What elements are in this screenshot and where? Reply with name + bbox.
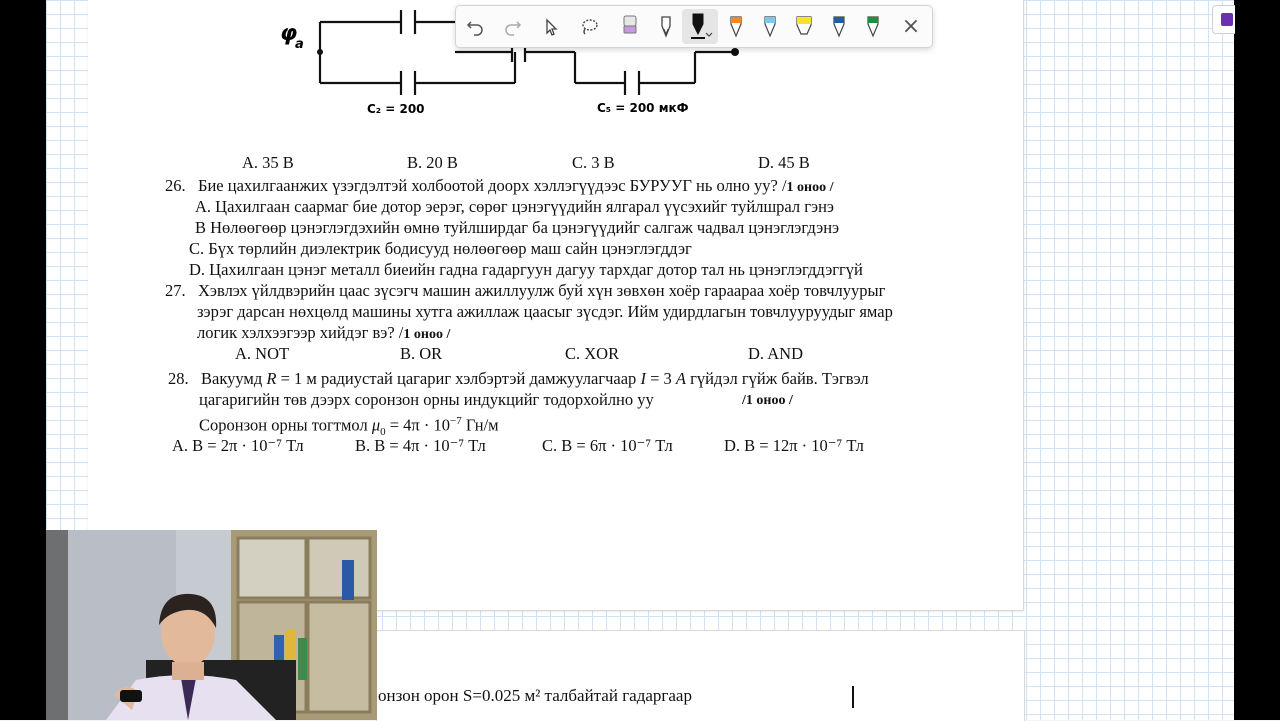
webcam-feed — [46, 530, 377, 720]
lasso-icon — [582, 18, 598, 34]
q28-t5: Соронзон орны тогтмол — [199, 415, 372, 435]
pen-green-icon — [867, 15, 879, 38]
cursor-arrow-icon — [546, 17, 558, 36]
q26-points: 1 оноо / — [786, 180, 834, 195]
q26-option-d: D. Цахилгаан цэнэг металл биеийн гадна г… — [189, 260, 863, 279]
q28-t2: = 1 м радиустай цагариг хэлбэртэй дамжуу… — [276, 369, 641, 388]
q26-text: Бие цахилгаанжих үзэгдэлтэй холбоотой до… — [198, 176, 787, 195]
pen-orange-icon — [730, 15, 742, 38]
q28-mu: μ — [371, 415, 381, 435]
redo-button[interactable] — [496, 6, 530, 47]
pen-outline-tool[interactable] — [649, 6, 683, 47]
q27-option-d: D. AND — [748, 344, 804, 363]
q26-question: 26. Бие цахилгаанжих үзэгдэлтэй холбоото… — [165, 176, 834, 198]
q28-t1: Вакуумд — [201, 369, 267, 388]
q27-line1: 27. Хэвлэх үйлдвэрийн цаас зүсэгч машин … — [165, 281, 885, 301]
q28-t4: гүйдэл гүйж байв. Тэгвэл — [685, 369, 869, 388]
pen-orange-tool[interactable] — [719, 6, 753, 47]
q28-option-c: C. B = 6π · 10⁻⁷ Тл — [542, 436, 673, 455]
q28-t7: Гн/м — [461, 415, 499, 435]
eraser-icon — [623, 15, 637, 33]
q25-option-a: A. 35 В — [242, 153, 294, 172]
pen-blue-tool[interactable] — [822, 6, 856, 47]
app-icon — [1221, 13, 1233, 26]
pen-outline-icon — [661, 15, 671, 38]
q28-I: I — [640, 369, 646, 388]
phi-subscript: a — [295, 37, 304, 52]
highlighter-yellow-icon — [796, 15, 812, 35]
ink-toolbar: × — [455, 5, 933, 48]
undo-button[interactable] — [458, 6, 492, 47]
phi-label: φ — [280, 21, 297, 46]
q27-text-3: логик хэлхээгээр хийдэг вэ? / — [197, 323, 404, 342]
q27-text-1: Хэвлэх үйлдвэрийн цаас зүсэгч машин ажил… — [198, 281, 886, 300]
q27-points: 1 оноо / — [403, 327, 451, 342]
q28-option-d: D. B = 12π · 10⁻⁷ Тл — [724, 436, 864, 455]
text-cursor — [852, 686, 854, 708]
eraser-tool[interactable] — [613, 6, 647, 47]
q26-option-c: C. Бүх төрлийн диэлектрик бодисууд нөлөө… — [189, 239, 692, 258]
next-document-page — [376, 630, 1025, 721]
q28-number: 28. — [168, 369, 189, 388]
q25-option-d: D. 45 В — [758, 153, 810, 172]
q26-option-b: B Нөлөөгөөр цэнэглэгдэхийн өмнө туйлширд… — [195, 218, 840, 237]
c5-label: C₅ = 200 мкФ — [597, 101, 689, 115]
pen-lightblue-icon — [764, 15, 776, 38]
q28-line3: Соронзон орны тогтмол μ0 = 4π · 10−7 Гн/… — [199, 411, 499, 442]
q28-line1: 28. Вакуумд R = 1 м радиустай цагариг хэ… — [168, 369, 869, 389]
document-page — [88, 0, 1024, 611]
q27-line3: логик хэлхээгээр хийдэг вэ? /1 оноо / — [197, 323, 450, 345]
q28-points: /1 оноо / — [742, 393, 793, 408]
side-panel-toggle[interactable] — [1212, 5, 1235, 34]
q28-R: R — [266, 369, 277, 388]
q27-option-a: A. NOT — [235, 344, 290, 363]
undo-icon — [466, 20, 483, 36]
presenter-video — [46, 530, 377, 720]
next-page-text: онзон орон S=0.025 м² талбайтай гадаргаа… — [378, 686, 692, 705]
q26-number: 26. — [165, 176, 186, 195]
pen-lightblue-tool[interactable] — [753, 6, 787, 47]
q28-t6: = 4π · 10 — [385, 415, 450, 435]
q28-option-a: A. B = 2π · 10⁻⁷ Тл — [172, 436, 304, 455]
pen-black-tool[interactable] — [682, 9, 718, 44]
pen-black-icon — [691, 13, 713, 39]
q28-line2: цагаригийн төв дээрх соронзон орны индук… — [199, 390, 654, 409]
left-black-bar — [0, 0, 46, 720]
q27-number: 27. — [165, 281, 186, 300]
q27-line2: зэрэг дарсан нөхцөлд машины хутга ажилла… — [197, 302, 893, 321]
highlighter-yellow-tool[interactable] — [787, 6, 821, 47]
q27-option-c: C. XOR — [565, 344, 620, 363]
q28-exp: −7 — [450, 415, 462, 427]
q28-mu-sub: 0 — [380, 425, 386, 438]
select-tool[interactable] — [534, 6, 568, 47]
lasso-tool[interactable] — [572, 6, 606, 47]
c2-label: C₂ = 200 — [367, 102, 425, 116]
q27-option-b: B. OR — [400, 344, 443, 363]
q25-option-b: B. 20 В — [407, 153, 458, 172]
q28-option-b: B. B = 4π · 10⁻⁷ Тл — [355, 436, 486, 455]
q28-t3: = 3 — [645, 369, 676, 388]
pen-blue-icon — [833, 15, 845, 38]
q26-option-a: A. Цахилгаан саармаг бие дотор эерэг, сө… — [195, 197, 835, 216]
right-black-bar — [1234, 0, 1280, 720]
close-toolbar-button[interactable]: × — [901, 14, 921, 39]
q28-A: A — [675, 369, 686, 388]
q25-option-c: C. 3 В — [572, 153, 615, 172]
pen-green-tool[interactable] — [856, 6, 890, 47]
redo-icon — [505, 20, 522, 36]
